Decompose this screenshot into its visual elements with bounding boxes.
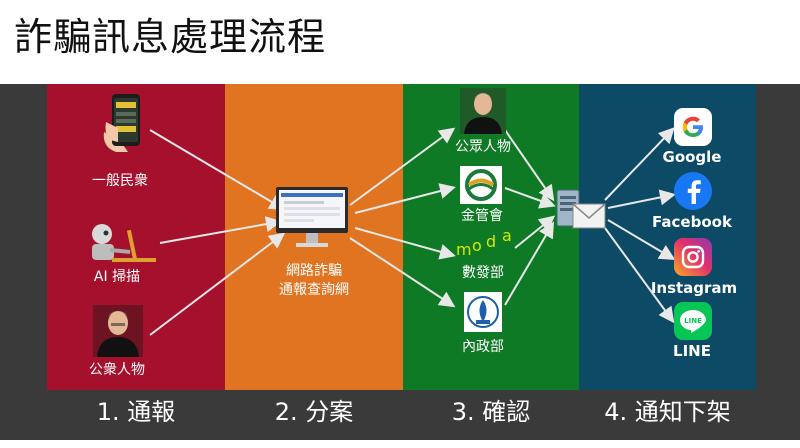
moi-logo-icon — [464, 292, 502, 332]
step-1-label: 1. 通報 — [96, 398, 176, 426]
platform-label-instagram: Instagram — [650, 279, 738, 297]
agency-label-moda: 數發部 — [462, 265, 504, 281]
smartphone-hand-icon — [102, 92, 146, 154]
computer-monitor-icon — [276, 187, 348, 249]
step-4-panel — [579, 84, 756, 390]
server-mail-icon — [553, 188, 607, 234]
platform-label: 網路詐騙 通報查詢網 — [279, 263, 349, 298]
step-2-label: 2. 分案 — [274, 398, 354, 426]
google-icon — [674, 108, 712, 146]
facebook-icon — [674, 172, 712, 210]
robot-laptop-icon — [82, 222, 160, 266]
page-title: 詐騙訊息處理流程 — [14, 15, 327, 59]
reporter-label-ai: AI 掃描 — [93, 269, 141, 285]
platform-label-line: LINE — [673, 342, 711, 360]
agency-label-figure: 公眾人物 — [455, 139, 511, 155]
platform-label-google: Google — [662, 148, 722, 166]
reporter-label-public: 一般民衆 — [92, 173, 148, 189]
agency-label-moi: 內政部 — [462, 339, 504, 355]
fsc-logo-icon — [460, 166, 502, 204]
agency-label-fsc: 金管會 — [461, 208, 503, 224]
platform-label-facebook: Facebook — [652, 213, 732, 231]
instagram-icon — [674, 238, 712, 276]
moda-logo-icon: m o d a — [456, 226, 512, 259]
line-icon: LINE — [674, 302, 712, 340]
svg-text:LINE: LINE — [684, 317, 702, 325]
step-4-label: 4. 通知下架 — [604, 398, 731, 426]
person-photo-icon — [93, 305, 143, 357]
agency-person-icon — [460, 88, 506, 134]
step-3-label: 3. 確認 — [451, 398, 531, 426]
reporter-label-figure: 公衆人物 — [89, 362, 145, 378]
